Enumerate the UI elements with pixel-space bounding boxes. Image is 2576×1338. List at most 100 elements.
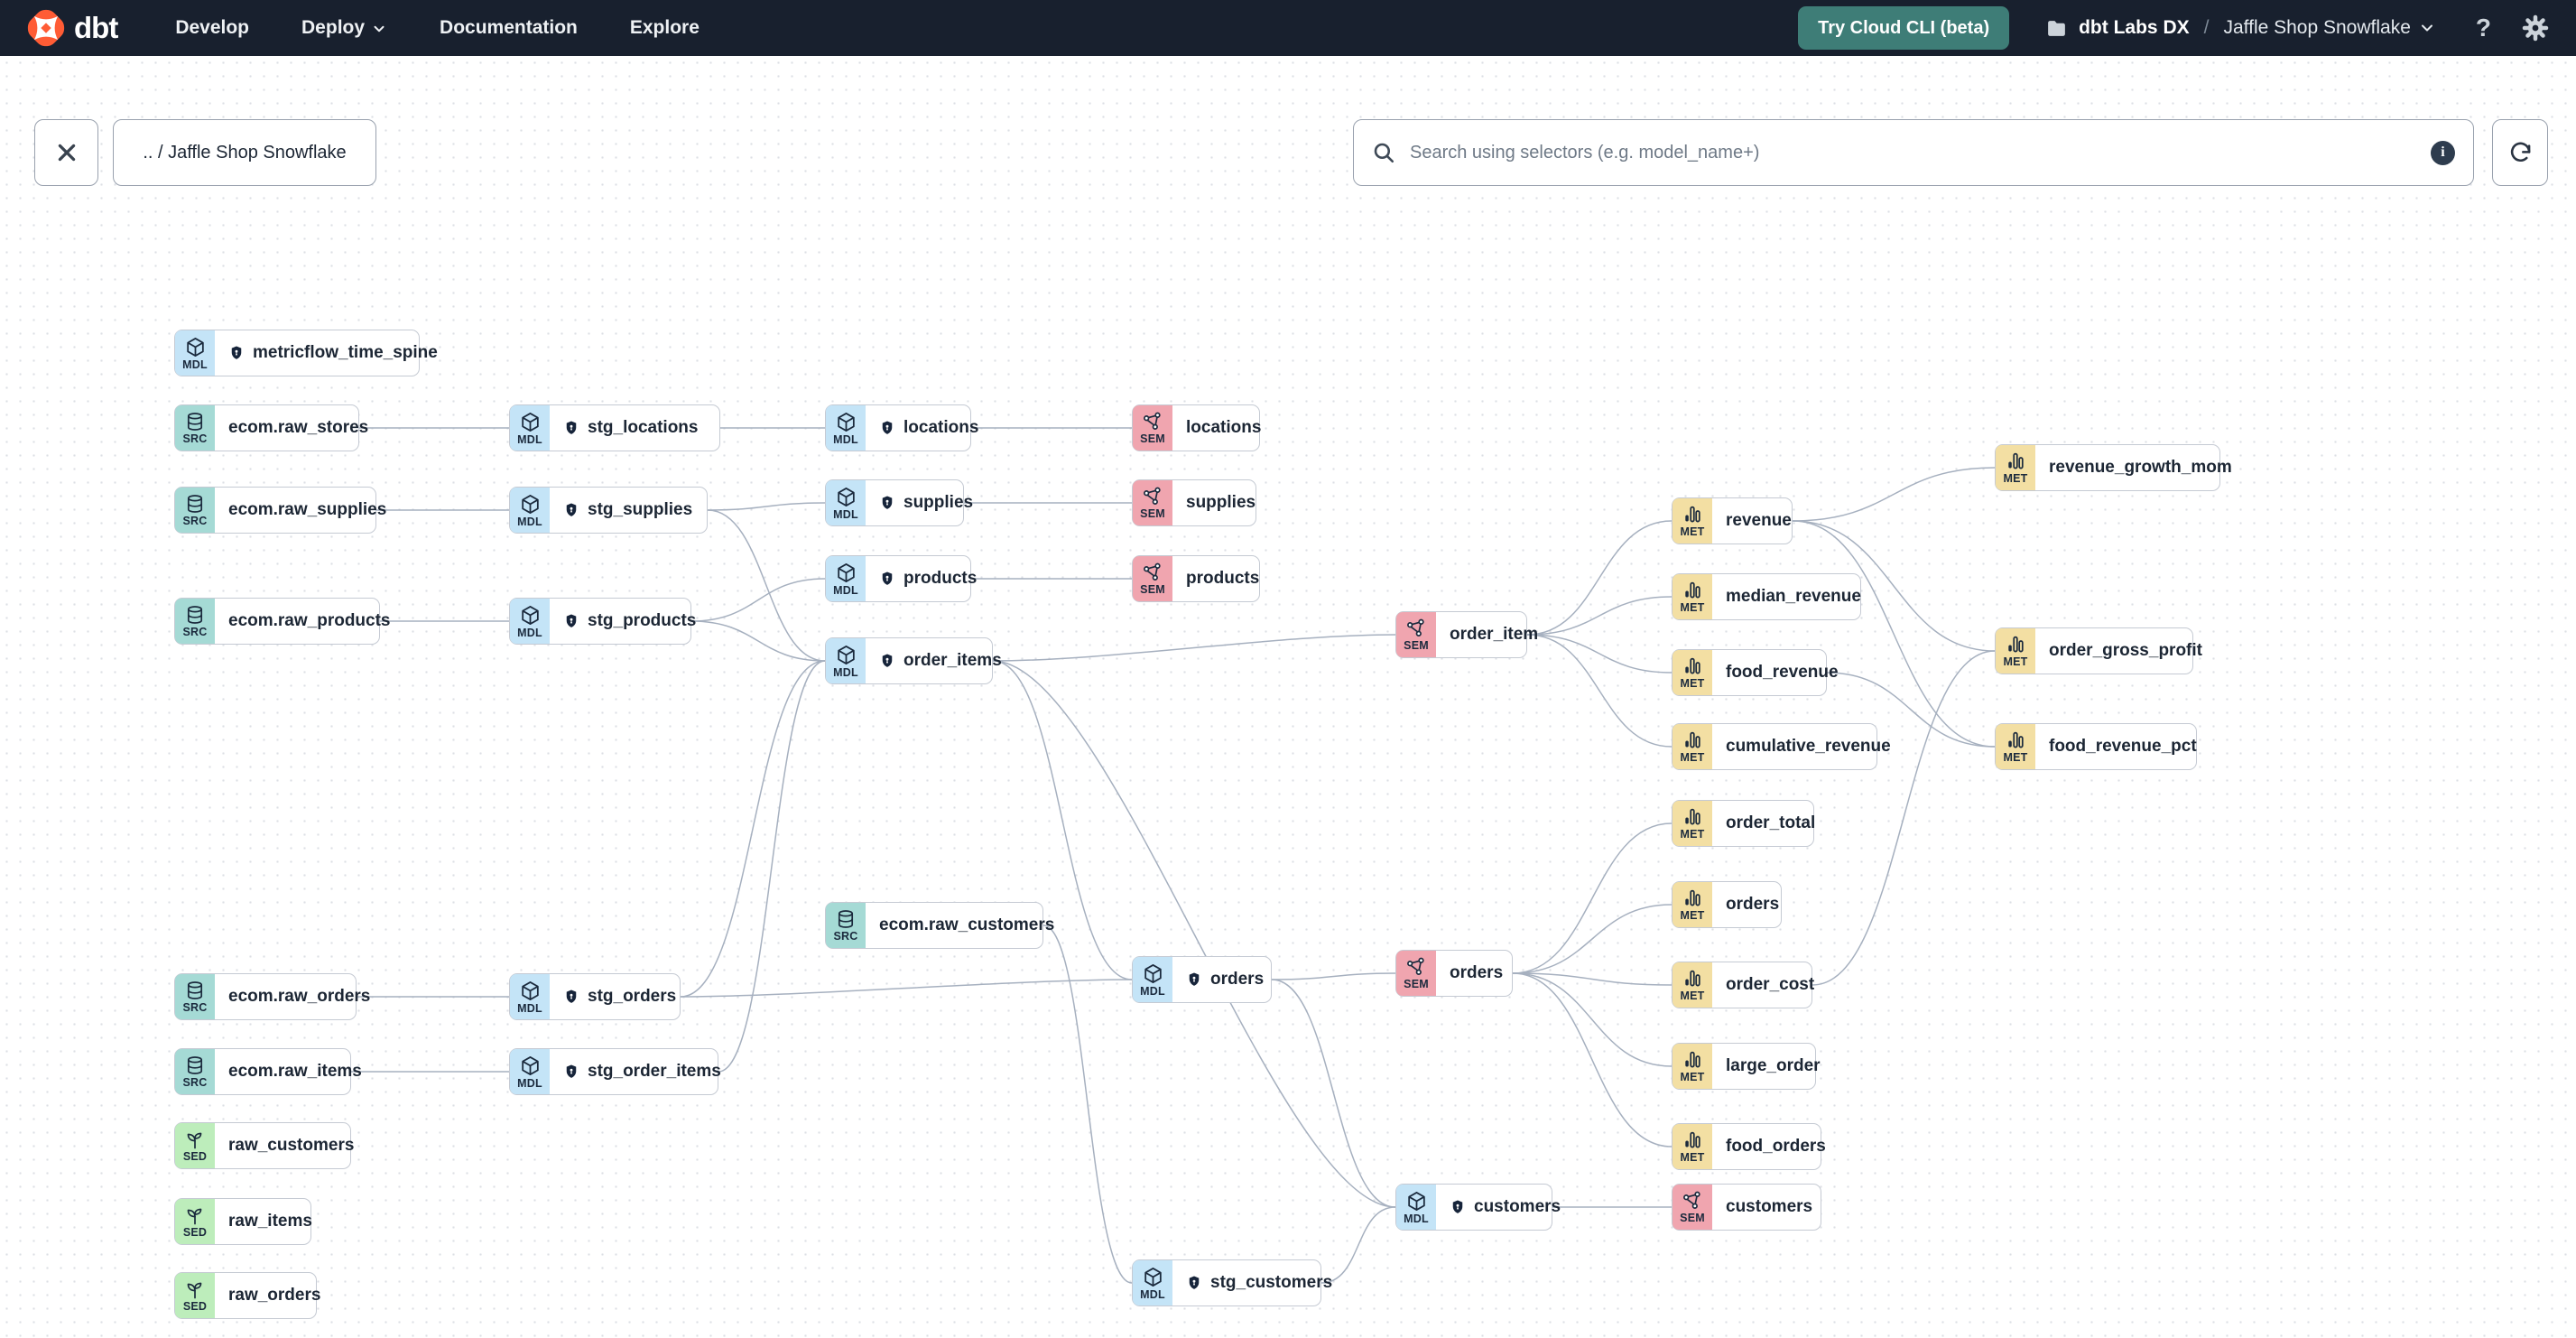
node-label-area: stg_locations [550,405,719,451]
node-label: order_total [1726,813,1816,832]
node-type-label: MET [1680,525,1705,539]
close-lineage-button[interactable] [34,119,98,186]
node-mdl_stg_locations[interactable]: MDL stg_locations [509,404,720,451]
node-label-area: revenue [1712,498,1805,544]
navbar-right: Try Cloud CLI (beta) dbt Labs DX / Jaffl… [1798,6,2549,50]
shield-icon [879,571,895,587]
node-label: food_orders [1726,1137,1826,1156]
nav-item-deploy[interactable]: Deploy [301,17,387,39]
metric-icon: MET [1996,628,2035,674]
node-label: orders [1450,963,1504,982]
node-label: stg_customers [1210,1273,1333,1292]
node-label-area: products [1172,556,1273,601]
database-icon: SRC [175,974,215,1019]
node-label-area: revenue_growth_mom [2035,445,2246,490]
node-type-label: MET [2003,751,2028,765]
try-cloud-cli-button[interactable]: Try Cloud CLI (beta) [1798,6,2010,50]
nav-item-explore[interactable]: Explore [629,17,700,38]
semantic-model-icon: SEM [1133,480,1172,525]
nav-item-develop[interactable]: Develop [175,17,250,38]
lineage-canvas[interactable] [0,56,2576,1338]
node-label-area: order_items [866,638,1015,683]
node-type-label: SRC [182,1001,208,1015]
node-label-area: raw_items [215,1199,326,1244]
cube-icon: MDL [1133,957,1172,1002]
shield-icon [563,420,579,436]
node-label-area: customers [1712,1185,1826,1230]
refresh-icon [2510,142,2530,162]
node-type-label: SRC [182,626,208,639]
node-type-label: SED [182,1226,208,1240]
node-label: stg_products [588,611,697,630]
node-mdl_stg_products[interactable]: MDL stg_products [509,598,696,645]
metric-icon: MET [1673,962,1712,1008]
node-label: raw_items [228,1212,312,1231]
node-met_order_gross_profit[interactable]: MET order_gross_profit [1995,627,2202,674]
lineage-breadcrumb[interactable]: .. / Jaffle Shop Snowflake [113,119,376,186]
node-type-label: MDL [517,626,542,639]
info-icon[interactable]: i [2431,140,2455,165]
node-label-area: stg_orders [550,974,690,1019]
node-type-label: MDL [517,432,542,446]
node-label: order_gross_profit [2049,641,2202,660]
node-label: food_revenue [1726,663,1839,682]
settings-gear-button[interactable] [2522,14,2549,42]
cube-icon: MDL [1396,1185,1436,1230]
help-button[interactable]: ? [2475,14,2491,42]
node-label: metricflow_time_spine [253,343,438,362]
project-selector[interactable]: Jaffle Shop Snowflake [2223,17,2435,39]
node-type-label: MDL [833,583,858,597]
node-label-area: ecom.raw_customers [866,903,1068,948]
database-icon: SRC [175,1049,215,1094]
node-label: raw_orders [228,1286,321,1305]
refresh-button[interactable] [2492,119,2548,186]
node-type-label: MDL [1140,984,1165,998]
node-type-label: MDL [517,1076,542,1090]
account-breadcrumb[interactable]: dbt Labs DX / Jaffle Shop Snowflake [2045,17,2436,40]
gear-icon [2522,14,2549,42]
node-type-label: SRC [182,432,208,446]
node-seed_raw_items[interactable]: SED raw_items [174,1198,312,1245]
shield-icon [563,502,579,518]
nav-item-documentation[interactable]: Documentation [440,17,578,38]
metric-icon: MET [1673,1044,1712,1089]
search-input[interactable] [1408,141,2418,164]
dbt-logo[interactable]: dbt [27,9,118,47]
